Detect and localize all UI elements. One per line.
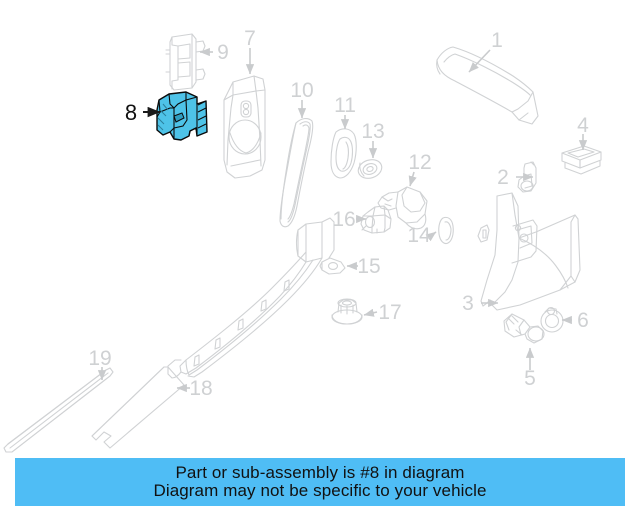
part-12-push-pin-fastener <box>377 186 428 230</box>
part-18-sill-plate-insert <box>91 366 185 449</box>
callout-label-12: 12 <box>408 151 431 174</box>
leader-1 <box>468 49 491 73</box>
callout-label-10: 10 <box>290 79 313 102</box>
leader-arrows <box>97 47 588 393</box>
part-5-rivet-fastener <box>503 313 545 344</box>
part-3-quarter-trim-panel <box>480 192 581 311</box>
decorative-edge-fragment <box>477 224 490 243</box>
callout-label-6: 6 <box>577 309 589 332</box>
callout-label-5: 5 <box>524 367 536 390</box>
callout-label-2: 2 <box>497 166 509 189</box>
part-10-belt-guide-strip <box>279 118 314 228</box>
part-13-washer-grommet <box>357 159 383 179</box>
part-4-cover-cap <box>561 145 602 175</box>
part-6-round-grommet <box>540 306 564 333</box>
banner-line-2: Diagram may not be specific to your vehi… <box>153 481 487 500</box>
callout-label-15: 15 <box>357 255 380 278</box>
part-15-trim-clip <box>319 257 346 275</box>
callout-label-4: 4 <box>577 114 589 137</box>
info-banner: Part or sub-assembly is #8 in diagram Di… <box>15 458 625 506</box>
part-8-highlighted-clip <box>156 91 208 141</box>
callout-label-9: 9 <box>217 41 229 64</box>
part-9-upper-bracket <box>165 33 206 91</box>
callout-label-16: 16 <box>332 208 355 231</box>
leader-17 <box>363 308 378 317</box>
part-1-roof-rail-trim <box>436 46 539 125</box>
diagram-line-art <box>3 33 602 453</box>
callout-label-8: 8 <box>125 100 137 125</box>
banner-line-1: Part or sub-assembly is #8 in diagram <box>175 462 465 482</box>
leader-12 <box>408 171 417 187</box>
part-11-anchor-cover <box>330 128 357 179</box>
callout-label-19: 19 <box>88 347 111 370</box>
callout-label-17: 17 <box>378 301 401 324</box>
callout-label-18: 18 <box>189 377 212 400</box>
part-7-center-pillar-trim <box>223 75 266 179</box>
callout-label-11: 11 <box>334 94 356 117</box>
callout-labels: 1 2 3 4 5 6 7 9 10 11 12 13 14 15 16 17 … <box>88 27 589 400</box>
callout-label-1: 1 <box>491 29 503 52</box>
callout-label-13: 13 <box>361 120 384 143</box>
callout-label-14: 14 <box>407 224 431 247</box>
part-14-plug-cap <box>438 216 454 245</box>
leader-14 <box>425 231 437 242</box>
callout-label-3: 3 <box>462 292 474 315</box>
part-17-grommet-nut <box>331 298 363 325</box>
sill-trim-long-rail <box>167 217 335 379</box>
part-19-weatherstrip-molding <box>3 367 114 453</box>
callout-label-7: 7 <box>244 27 256 50</box>
